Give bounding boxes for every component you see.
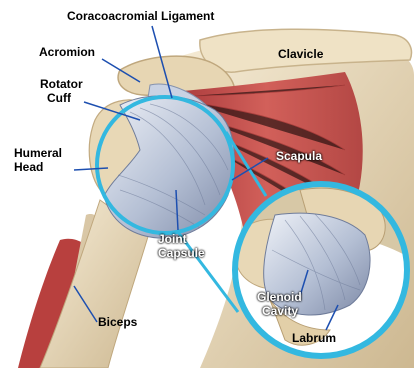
label-coracoacromial-ligament: Coracoacromial Ligament: [67, 10, 214, 23]
label-rotator-cuff-line2: Cuff: [47, 92, 71, 105]
label-glenoid-cavity-line1: Glenoid: [257, 291, 302, 304]
label-glenoid-cavity-line2: Cavity: [262, 305, 298, 318]
zoom-connector-bottom: [178, 232, 238, 312]
label-humeral-head-line1: Humeral: [14, 147, 62, 160]
label-scapula: Scapula: [276, 150, 322, 163]
label-labrum: Labrum: [292, 332, 336, 345]
label-joint-capsule-line1: Joint: [158, 233, 187, 246]
label-rotator-cuff-line1: Rotator: [40, 78, 83, 91]
label-clavicle: Clavicle: [278, 48, 323, 61]
label-humeral-head-line2: Head: [14, 161, 43, 174]
label-biceps: Biceps: [98, 316, 137, 329]
label-acromion: Acromion: [39, 46, 95, 59]
label-joint-capsule-line2: Capsule: [158, 247, 205, 260]
